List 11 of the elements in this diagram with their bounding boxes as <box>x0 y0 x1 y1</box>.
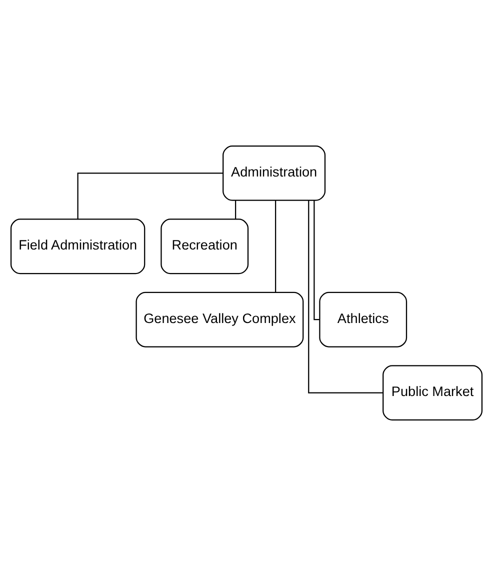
node-box: Recreation <box>160 218 249 274</box>
node-box: Genesee Valley Complex <box>136 291 304 347</box>
node-box: Administration <box>222 144 326 200</box>
node-box: Public Market <box>382 364 483 420</box>
connector <box>77 172 223 219</box>
node-box: Athletics <box>319 291 408 347</box>
connector <box>314 200 320 320</box>
connector <box>235 200 236 219</box>
connector <box>275 200 276 292</box>
node-box: Field Administration <box>10 218 146 274</box>
connector <box>308 200 383 393</box>
